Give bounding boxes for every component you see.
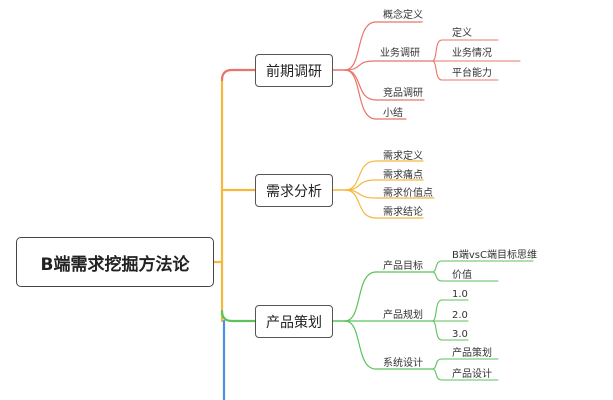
topic-summary[interactable]: 小结 [383,108,403,119]
topic-requirement-value[interactable]: 需求价值点 [383,188,433,199]
subtopic-business-status[interactable]: 业务情况 [452,48,492,59]
subchild-connector [431,60,499,81]
child-connector [344,271,433,322]
branch-node-label: 产品策划 [266,314,322,331]
subchild-connector [431,299,469,322]
subchild-connector [431,358,499,370]
subchild-connector [431,260,534,273]
child-connector [344,179,424,191]
subtopic-product-design[interactable]: 产品设计 [452,369,492,380]
subtopic-definition[interactable]: 定义 [452,28,472,39]
branch-connector [220,309,257,323]
subtopic-platform-capability[interactable]: 平台能力 [452,68,492,79]
subtopic-version-2[interactable]: 2.0 [452,310,468,321]
topic-requirement-conclusion[interactable]: 需求结论 [383,207,423,218]
subchild-connector [431,368,499,381]
topic-requirement-definition[interactable]: 需求定义 [383,151,423,162]
child-connector [344,160,424,191]
subchild-connector [431,39,499,62]
subchild-connector [431,271,499,282]
branch-node-label: 前期调研 [266,63,322,80]
branch-node-analysis[interactable]: 需求分析 [255,174,333,207]
subtopic-version-3[interactable]: 3.0 [452,329,468,340]
topic-product-goal[interactable]: 产品目标 [383,261,423,272]
child-connector [344,21,423,71]
topic-business-research[interactable]: 业务调研 [380,48,420,59]
branch-connector [220,68,257,82]
child-connector [344,69,407,120]
topic-competitor-research[interactable]: 竞品调研 [383,88,423,99]
topic-requirement-pain-point[interactable]: 需求痛点 [383,170,423,181]
root-node[interactable]: B端需求挖掘方法论 [16,237,214,287]
branch-node-label: 需求分析 [266,183,322,200]
topic-system-design[interactable]: 系统设计 [383,358,423,369]
child-connector [344,320,433,370]
branch-node-research[interactable]: 前期调研 [255,54,333,87]
branch-node-planning[interactable]: 产品策划 [255,305,333,338]
topic-product-roadmap[interactable]: 产品规划 [383,310,423,321]
subtopic-b-vs-c-goal[interactable]: B端vsC端目标思维 [452,250,537,261]
subchild-connector [431,320,469,341]
topic-concept-definition[interactable]: 概念定义 [383,10,423,21]
subtopic-value[interactable]: 价值 [452,270,472,281]
subtopic-version-1[interactable]: 1.0 [452,289,468,300]
subtopic-product-planning[interactable]: 产品策划 [452,348,492,359]
root-node-label: B端需求挖掘方法论 [40,254,190,275]
child-connector [344,189,424,219]
child-connector [344,60,433,71]
